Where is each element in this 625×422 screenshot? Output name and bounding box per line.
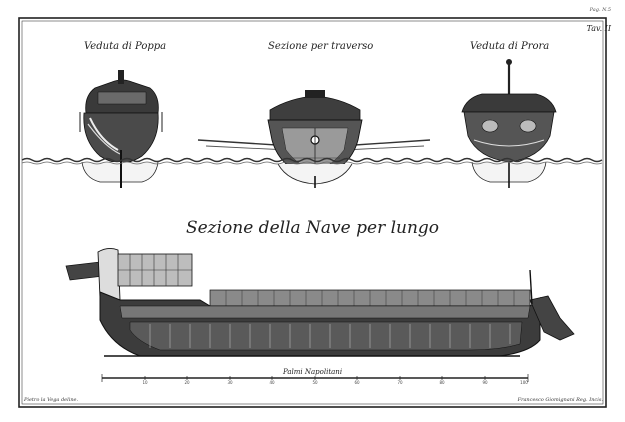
scale-tick-label: 90	[482, 380, 488, 385]
engraver-credit: Francesco Giomignani Reg. Incis.	[517, 397, 603, 403]
scale-tick-label: 100	[520, 380, 528, 385]
bow-view-drawing	[461, 59, 557, 188]
draftsman-credit: Pietro la Vega deline.	[24, 397, 79, 403]
plate-border-outer	[18, 17, 607, 408]
bow-view-label: Veduta di Prora	[470, 41, 550, 52]
longitudinal-section-drawing	[65, 247, 575, 357]
page-mark: Pag. N.5	[589, 7, 611, 13]
scale-tick-label: 60	[354, 380, 360, 385]
cross-section-label: Sezione per traverso	[268, 41, 374, 52]
waterline-waves	[21, 157, 603, 165]
cross-section-drawing	[197, 90, 431, 188]
scale-tick-label: 20	[184, 380, 190, 385]
scale-tick-label: 50	[312, 380, 318, 385]
stern-view-drawing	[79, 70, 163, 188]
plate-number: Tav. II	[586, 24, 611, 33]
plate-border-inner	[21, 20, 604, 405]
scale-tick-label: 70	[397, 380, 403, 385]
scale-tick-label: 30	[227, 380, 233, 385]
scale-unit-label: Palmi Napolitani	[282, 368, 343, 376]
scale-tick-label: 80	[439, 380, 445, 385]
long-section-title: Sezione della Nave per lungo	[185, 218, 440, 238]
scale-tick-label: 40	[269, 380, 275, 385]
stern-view-label: Veduta di Poppa	[84, 41, 167, 52]
scale-bar	[101, 374, 529, 382]
scale-tick-label: 10	[142, 380, 148, 385]
